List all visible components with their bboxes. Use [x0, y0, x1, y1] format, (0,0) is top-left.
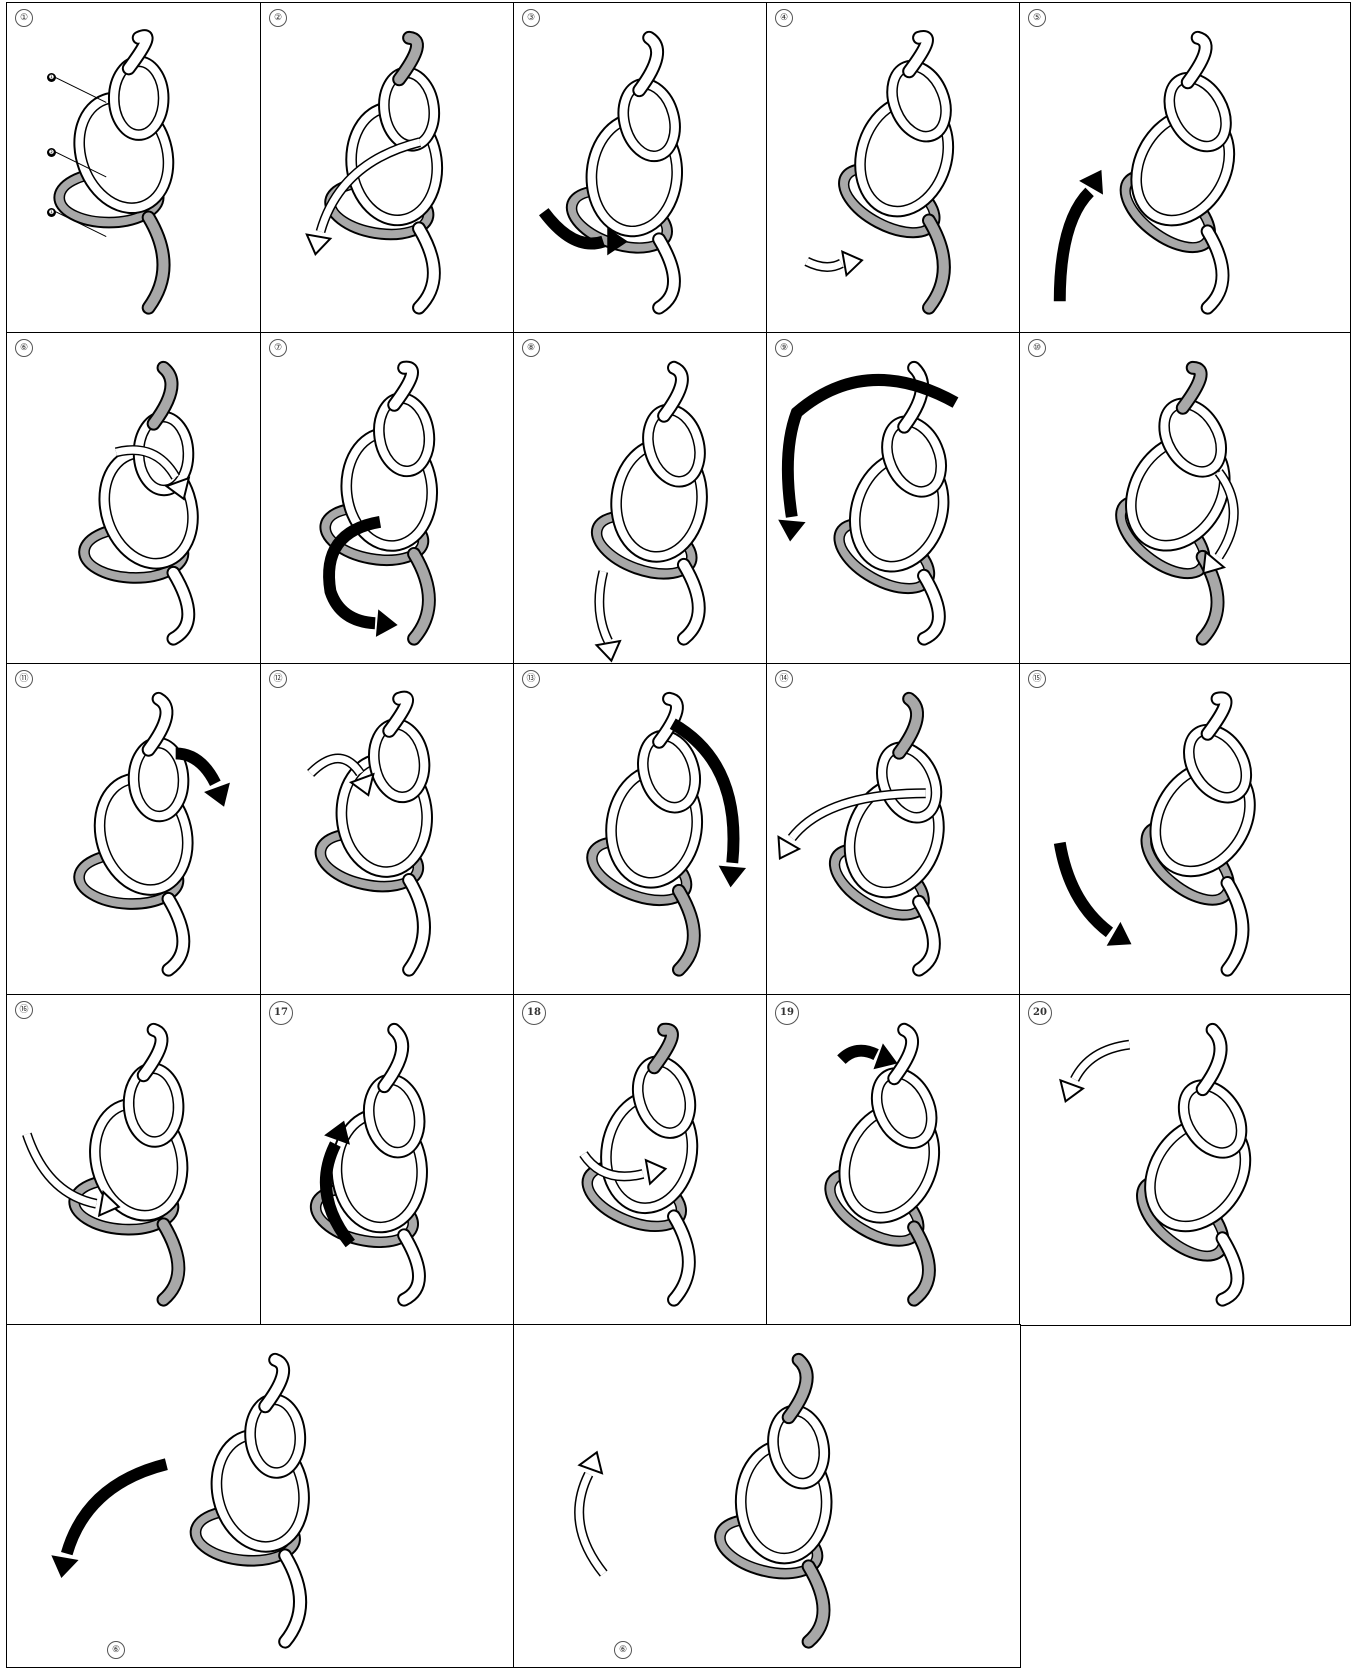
step-panel: ③: [513, 2, 768, 334]
part-callout: ❶: [47, 208, 56, 217]
knot-illustration: [1020, 333, 1350, 664]
step-number: ⑩: [1028, 339, 1046, 357]
knot-illustration: [7, 3, 261, 333]
step-panel: ⑦: [260, 332, 515, 665]
knot-illustration: [514, 1325, 1020, 1667]
step-number: ⑫: [269, 670, 287, 688]
step-panel: ④: [766, 2, 1021, 334]
knot-illustration: [514, 664, 767, 995]
direction-arrow: [579, 1448, 608, 1573]
step-panel: ⑨: [766, 332, 1021, 665]
step-number: ①: [15, 9, 33, 27]
strap-loop: [109, 56, 169, 139]
step-panel: ⑬: [513, 663, 768, 996]
step-panel: 20: [1019, 994, 1351, 1326]
knot-illustration: [261, 664, 514, 995]
step-panel: 18: [513, 994, 768, 1326]
step-panel: ① ❶ ❷ ❶: [6, 2, 262, 334]
direction-arrow: [807, 249, 864, 276]
direction-arrow: [1054, 1045, 1129, 1106]
step-number: ⑧: [522, 339, 540, 357]
direction-arrow: [1060, 843, 1136, 954]
knot-illustration: [261, 333, 514, 664]
step-number: ⑦: [269, 339, 287, 357]
knot-illustration: [767, 3, 1020, 333]
leader-line: [56, 78, 107, 103]
direction-arrow: [597, 572, 624, 663]
step-number: 19: [775, 1001, 799, 1025]
step-number: ⑪: [15, 670, 33, 688]
step-panel: ⑮: [1019, 663, 1351, 996]
part-callout: ❶: [47, 73, 56, 82]
step-number: ⑥: [614, 1641, 632, 1659]
step-number: ④: [775, 9, 793, 27]
knot-illustration: [1020, 995, 1350, 1325]
step-number: ⑮: [1028, 670, 1046, 688]
step-number: ⑯: [15, 1001, 33, 1019]
knot-illustration: [767, 333, 1020, 664]
step-panel: ⑧: [513, 332, 768, 665]
knot-illustration: [1020, 664, 1350, 995]
step-panel: ⑥: [513, 1324, 1021, 1668]
step-number: ③: [522, 9, 540, 27]
knot-illustration: [514, 333, 767, 664]
step-number: ⑨: [775, 339, 793, 357]
step-number: 18: [522, 1001, 546, 1025]
direction-arrow: [50, 1464, 166, 1578]
knot-illustration: [261, 3, 514, 333]
knot-illustration: [767, 664, 1020, 995]
knot-illustration: [7, 1325, 514, 1667]
knot-steps-grid: ① ❶ ❷ ❶ ② ③ ④ ⑤ ⑥ ⑦ ⑧ ⑨ ⑩ ⑪ ⑫ ⑬ ⑭ ⑮ ⑯ 17 18 19 20 ⑥ ⑥: [6, 2, 1349, 1666]
part-callout: ❷: [47, 148, 56, 157]
step-number: 20: [1028, 1001, 1052, 1025]
knot-illustration: [514, 995, 767, 1325]
step-panel: ②: [260, 2, 515, 334]
direction-arrow: [1060, 165, 1111, 301]
knot-illustration: [1020, 3, 1350, 333]
knot-illustration: [7, 995, 261, 1325]
step-panel: 17: [260, 994, 515, 1326]
step-panel: ⑩: [1019, 332, 1351, 665]
step-panel: 19: [766, 994, 1021, 1326]
step-panel: ⑥: [6, 332, 262, 665]
step-panel: ⑭: [766, 663, 1021, 996]
step-panel: ⑤: [1019, 2, 1351, 334]
step-number: ⑭: [775, 670, 793, 688]
step-number: ②: [269, 9, 287, 27]
step-number: ⑤: [1028, 9, 1046, 27]
step-number: 17: [269, 1001, 293, 1025]
step-number: ⑥: [107, 1641, 125, 1659]
knot-illustration: [7, 664, 261, 995]
knot-illustration: [514, 3, 767, 333]
step-panel: ⑥: [6, 1324, 515, 1668]
knot-illustration: [7, 333, 261, 664]
step-number: ⑥: [15, 339, 33, 357]
knot-illustration: [767, 995, 1020, 1325]
step-panel: ⑪: [6, 663, 262, 996]
step-number: ⑬: [522, 670, 540, 688]
knot-illustration: [261, 995, 514, 1325]
step-panel: ⑫: [260, 663, 515, 996]
step-panel: ⑯: [6, 994, 262, 1326]
